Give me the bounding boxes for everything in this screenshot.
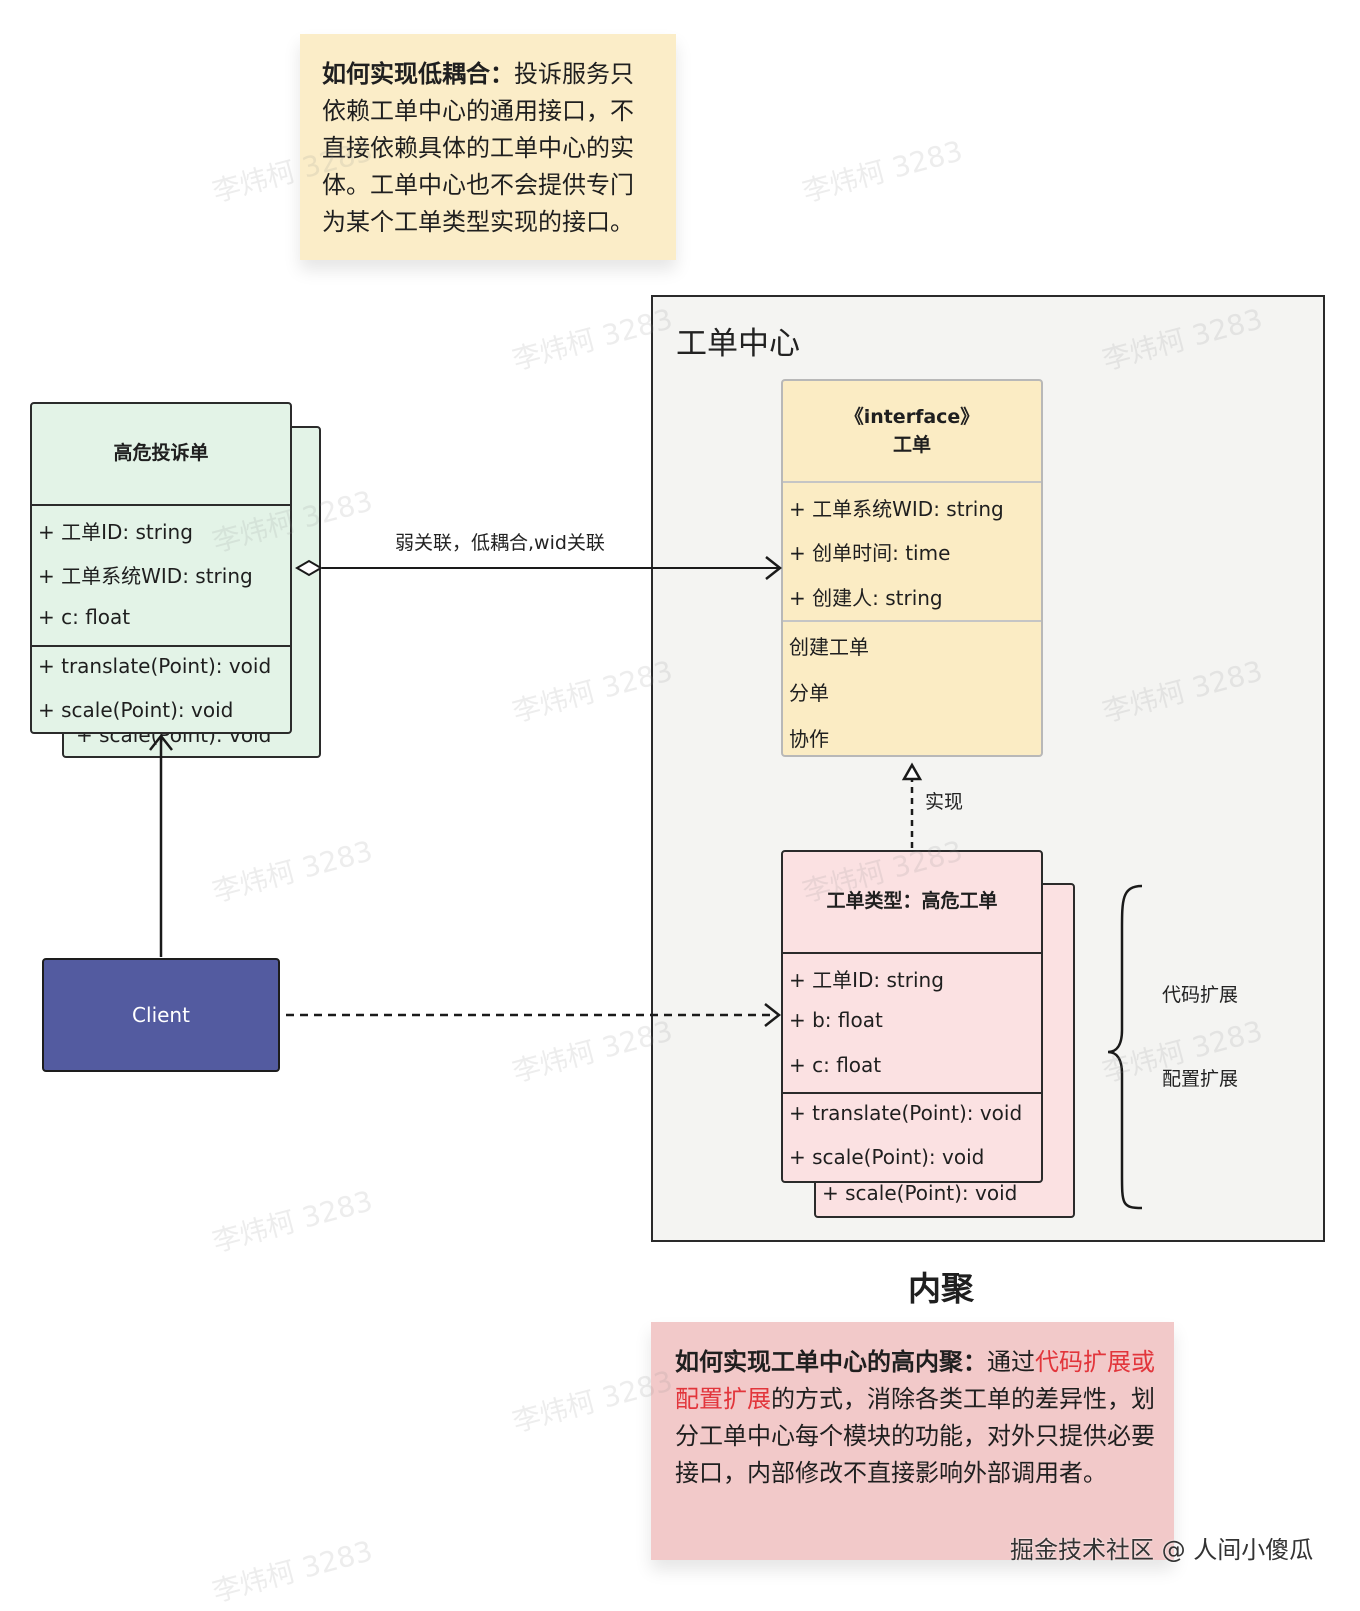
attribute-section: + 工单ID: string + 工单系统WID: string + c: fl…: [32, 504, 290, 647]
attribute-row: + 创建人: string: [789, 586, 943, 610]
watermark: 李炜柯 3283: [208, 1184, 377, 1259]
note-body-start: 通过: [987, 1348, 1035, 1376]
class-header: 工单类型：高危工单: [783, 852, 1041, 954]
method-row: + scale(Point): void: [38, 698, 234, 722]
attribute-row: + 创单时间: time: [789, 541, 951, 565]
client-label: Client: [132, 1003, 190, 1027]
method-row: + translate(Point): void: [789, 1101, 1023, 1125]
attribute-row: + 工单系统WID: string: [38, 564, 253, 588]
attribute-section: + 工单ID: string + b: float + c: float: [783, 952, 1041, 1094]
attribute-row: + c: float: [38, 605, 131, 629]
watermark: 李炜柯 3283: [208, 1534, 377, 1609]
footer-credit: 掘金技术社区 @ 人间小傻瓜: [1010, 1536, 1314, 1564]
note-highlight: 代码扩展或配置扩展: [675, 1348, 1155, 1413]
cohesion-title: 内聚: [908, 1269, 974, 1308]
attribute-row: + 工单系统WID: string: [789, 497, 1004, 521]
code-extension-label: 代码扩展: [1162, 984, 1239, 1006]
operation-section: 创建工单 分单 协作: [783, 620, 1041, 755]
back-method-row: + scale(Point): void: [822, 1181, 1018, 1205]
method-row: + scale(Point): void: [789, 1145, 985, 1169]
class-title: 高危投诉单: [113, 442, 209, 464]
high-cohesion-note: 如何实现工单中心的高内聚：通过代码扩展或配置扩展的方式，消除各类工单的差异性，划…: [651, 1322, 1174, 1560]
high-risk-complaint-class[interactable]: 高危投诉单 + 工单ID: string + 工单系统WID: string +…: [30, 402, 292, 734]
class-header: 《interface》 工单: [783, 381, 1041, 483]
note-heading: 如何实现工单中心的高内聚：: [675, 1348, 987, 1376]
watermark: 李炜柯 3283: [798, 134, 967, 209]
class-title: 工单: [892, 434, 931, 456]
attribute-row: + c: float: [789, 1053, 882, 1077]
attribute-row: + 工单ID: string: [789, 968, 944, 992]
method-row: + translate(Point): void: [38, 654, 272, 678]
association-label: 弱关联，低耦合,wid关联: [395, 532, 605, 554]
config-extension-label: 配置扩展: [1162, 1068, 1239, 1090]
operation-row: 分单: [789, 681, 829, 705]
class-title: 工单类型：高危工单: [826, 890, 998, 912]
watermark: 李炜柯 3283: [208, 834, 377, 909]
note-body: 投诉服务只依赖工单中心的通用接口，不直接依赖具体的工单中心的实体。工单中心也不会…: [322, 60, 634, 236]
note-heading: 如何实现低耦合：: [322, 60, 514, 88]
stereotype-label: 《interface》: [844, 406, 980, 428]
class-header: 高危投诉单: [32, 404, 290, 506]
note-body-end: 的方式，消除各类工单的差异性，划分工单中心每个模块的功能，对外只提供必要接口，内…: [675, 1385, 1155, 1487]
ticket-interface-class[interactable]: 《interface》 工单 + 工单系统WID: string + 创单时间:…: [781, 379, 1043, 757]
attribute-section: + 工单系统WID: string + 创单时间: time + 创建人: st…: [783, 481, 1041, 622]
client-node[interactable]: Client: [42, 958, 280, 1072]
operation-row: 协作: [789, 727, 829, 751]
operation-row: 创建工单: [789, 635, 869, 659]
realize-label: 实现: [925, 791, 964, 813]
attribute-row: + b: float: [789, 1008, 883, 1032]
ticket-center-title: 工单中心: [676, 326, 800, 362]
ticket-type-class[interactable]: 工单类型：高危工单 + 工单ID: string + b: float + c:…: [781, 850, 1043, 1183]
method-section: + translate(Point): void + scale(Point):…: [783, 1092, 1041, 1181]
low-coupling-note: 如何实现低耦合：投诉服务只依赖工单中心的通用接口，不直接依赖具体的工单中心的实体…: [300, 34, 676, 260]
method-section: + translate(Point): void + scale(Point):…: [32, 645, 290, 732]
attribute-row: + 工单ID: string: [38, 520, 193, 544]
